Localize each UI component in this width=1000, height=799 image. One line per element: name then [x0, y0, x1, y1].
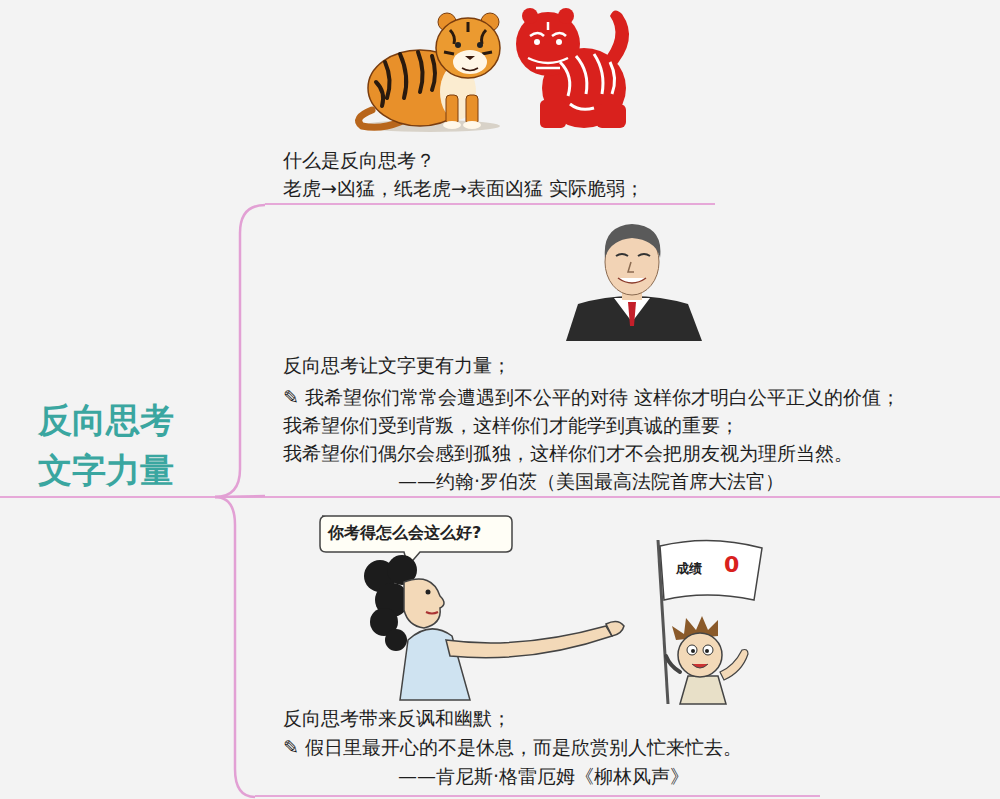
score-number: 0	[724, 552, 739, 577]
branch-topic: 反向思考带来反讽和幽默；✎ 假日里最开心的不是休息，而是欣赏别人忙来忙去。——肯…	[255, 704, 820, 797]
flag-text: 成绩	[676, 560, 702, 578]
branch-connector	[215, 496, 265, 497]
quote-line: ✎ 我希望你们常常会遭遇到不公平的对待 这样你才明白公平正义的价值；	[283, 383, 959, 411]
branch-connector	[215, 205, 265, 497]
paper-tiger-illustration	[516, 8, 629, 128]
central-title: 反向思考 文字力量	[38, 395, 193, 495]
branch-topic: 反向思考让文字更有力量； ✎ 我希望你们常常会遭遇到不公平的对待 这样你才明白公平…	[265, 351, 965, 496]
quote-author: ——约翰·罗伯茨（美国最高法院首席大法官）	[283, 467, 959, 495]
quote-author: ——肯尼斯·格雷厄姆《柳林风声》	[283, 762, 814, 791]
branch-heading: 反向思考让文字更有力量；	[283, 351, 959, 379]
central-topic: 反向思考 文字力量	[30, 395, 215, 497]
branch-topic: 什么是反向思考？老虎→凶猛，纸老虎→表面凶猛 实际脆弱；	[265, 146, 715, 205]
branch-heading: 什么是反向思考？	[283, 146, 709, 174]
branch-connector	[215, 497, 255, 797]
quote-line: 我希望你们受到背叛，这样你们才能学到真诚的重要；	[283, 411, 959, 439]
branch-text: 老虎→凶猛，纸老虎→表面凶猛 实际脆弱；	[283, 174, 709, 202]
branch-line	[0, 496, 1000, 498]
quote-line: ✎ 假日里最开心的不是休息，而是欣赏别人忙来忙去。	[283, 733, 814, 762]
speech-bubble-text: 你考得怎么会这么好?	[328, 523, 481, 544]
tiger-illustration	[359, 13, 500, 132]
branch-heading: 反向思考带来反讽和幽默；	[283, 704, 814, 733]
quote-line: 我希望你们偶尔会感到孤独，这样你们才不会把朋友视为理所当然。	[283, 439, 959, 467]
cartoon-illustration	[320, 516, 762, 704]
judge-illustration	[566, 224, 702, 341]
